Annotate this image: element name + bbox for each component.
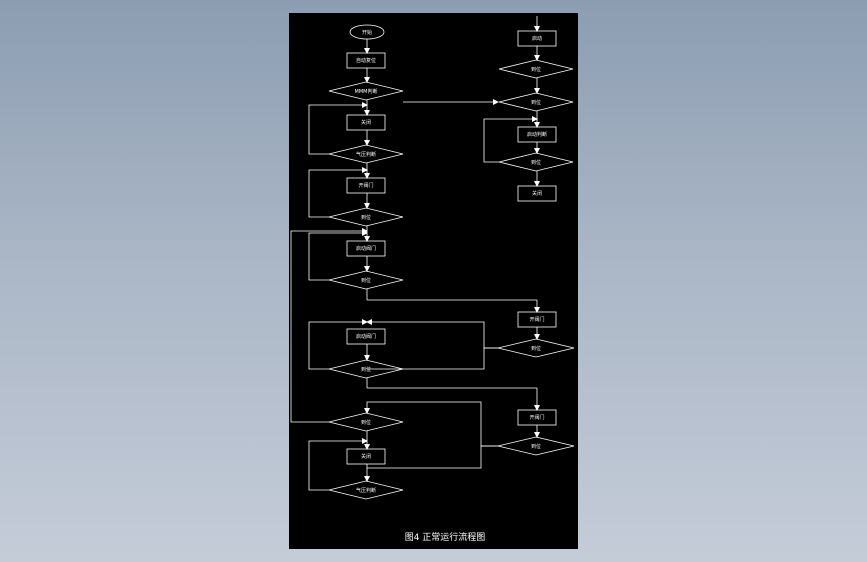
start-label: 开始 (362, 29, 372, 36)
figure-caption: 图4 正常运行流程图 (405, 531, 486, 543)
left-decision-5 (328, 359, 404, 379)
right-decision-5 (497, 436, 575, 456)
left-decision-6 (328, 412, 404, 432)
flowchart: 开始 自动复位 MMM判断 关闭 气压判断 开阀门 到位 启动阀门 到位 启动阀… (290, 16, 575, 543)
left-decision-5-label: 到位 (361, 366, 371, 373)
left-decision-7 (328, 480, 404, 500)
left-decision-3-label: 到位 (361, 214, 371, 221)
right-decision-2-label: 到位 (531, 99, 541, 106)
left-decision-2 (328, 144, 404, 164)
left-node-3-label: 开阀门 (358, 182, 373, 189)
right-decision-1-label: 到位 (531, 66, 541, 73)
right-node-1-label: 启动 (532, 35, 542, 42)
left-node-6-label: 关闭 (361, 453, 371, 460)
right-decision-3-label: 到位 (531, 159, 541, 166)
right-decision-3 (498, 152, 574, 172)
left-node-2-label: 关闭 (361, 119, 371, 126)
left-node-4-label: 启动阀门 (356, 245, 376, 252)
right-decision-5-label: 到位 (531, 443, 541, 450)
right-node-4-label: 开阀门 (529, 316, 544, 323)
cad-viewport[interactable]: 开始 自动复位 MMM判断 关闭 气压判断 开阀门 到位 启动阀门 到位 启动阀… (289, 13, 578, 549)
left-decision-4 (328, 270, 404, 290)
left-node-5-label: 启动阀门 (356, 333, 376, 340)
left-decision-4-label: 到位 (361, 277, 371, 284)
right-node-3-label: 关闭 (532, 190, 542, 197)
left-decision-1 (328, 81, 404, 101)
left-decision-6-label: 到位 (361, 419, 371, 426)
left-node-5 (346, 328, 386, 345)
right-node-2-label: 启动判断 (527, 131, 547, 138)
right-decision-1 (498, 59, 574, 79)
left-decision-1-label: MMM判断 (355, 88, 378, 95)
left-decision-7-label: 气压判断 (356, 487, 376, 494)
left-node-1-label: 自动复位 (356, 57, 376, 64)
right-decision-4 (497, 338, 575, 358)
right-decision-2 (498, 92, 574, 112)
left-decision-3 (328, 207, 404, 227)
right-decision-4-label: 到位 (531, 345, 541, 352)
right-node-5-label: 开阀门 (529, 414, 544, 421)
left-decision-2-label: 气压判断 (356, 151, 376, 158)
